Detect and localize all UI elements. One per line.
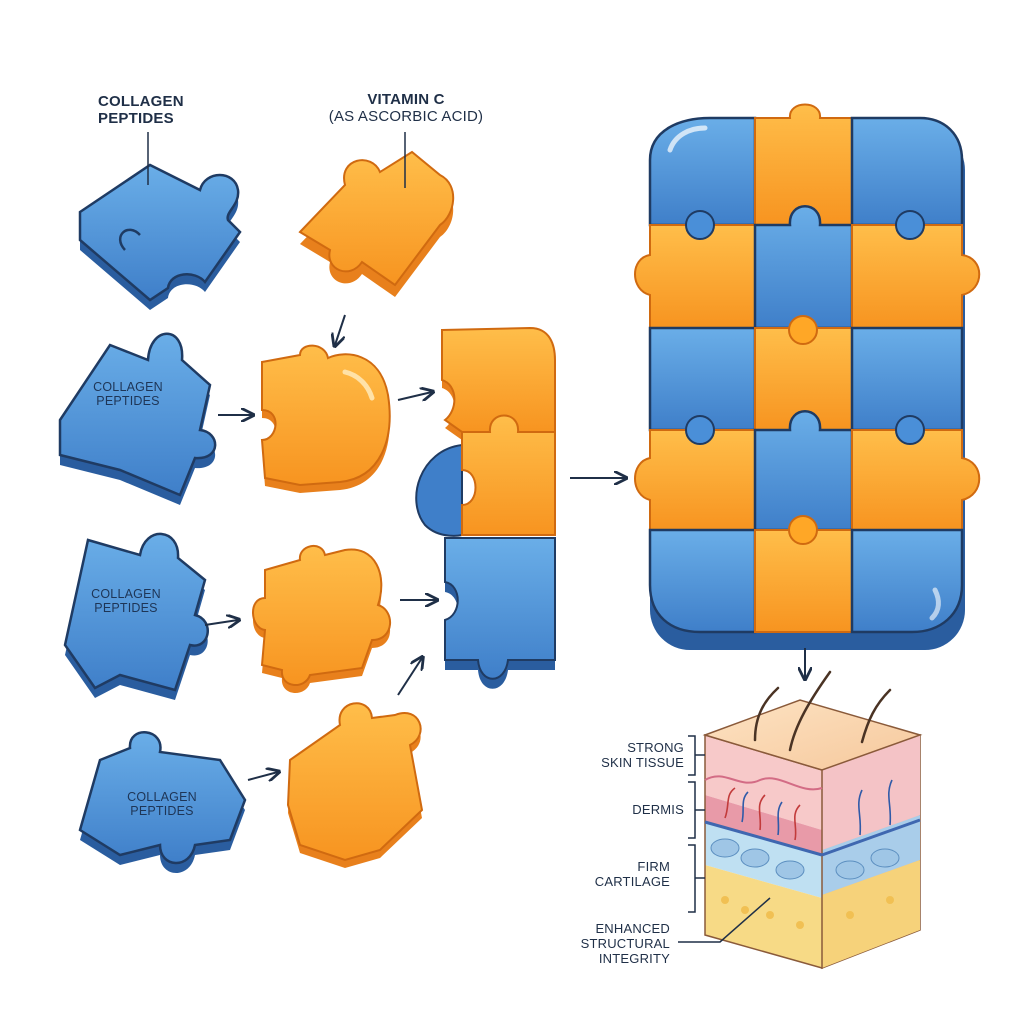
collagen-piece-3	[63, 532, 209, 700]
collagen-label-2-line-2: PEPTIDES	[96, 394, 160, 409]
vitamin-c-line-1: VITAMIN C	[367, 91, 445, 108]
strong-skin-label: STRONG SKIN TISSUE	[560, 740, 684, 771]
label-pointers	[147, 132, 406, 188]
cartilage-line-2: CARTILAGE	[594, 873, 670, 889]
collagen-label-3: COLLAGEN PEPTIDES	[76, 587, 176, 616]
dermis-label: DERMIS	[632, 802, 684, 817]
collagen-label-4-line-1: COLLAGEN	[127, 790, 197, 804]
orange-piece-3	[286, 702, 424, 868]
collagen-label-3-line-1: COLLAGEN	[91, 587, 161, 601]
collagen-top-line-2: PEPTIDES	[98, 110, 174, 128]
arrow-o1	[397, 392, 432, 400]
arrow-o3	[397, 658, 422, 696]
collagen-top-label: COLLAGEN PEPTIDES	[98, 93, 184, 128]
orange-piece-2	[252, 545, 392, 694]
integrity-line-1: ENHANCED	[595, 921, 670, 936]
collagen-label-3-line-2: PEPTIDES	[94, 601, 158, 616]
flow-arrows	[204, 314, 805, 780]
cartilage-label: FIRM CARTILAGE	[560, 859, 670, 890]
skin-cross-section	[702, 670, 923, 970]
collagen-piece-4	[78, 731, 247, 874]
strong-skin-line-2: SKIN TISSUE	[601, 754, 684, 770]
arrow-c3	[204, 620, 238, 625]
integrity-label: ENHANCED STRUCTURAL INTEGRITY	[560, 921, 670, 967]
collagen-top-line-1: COLLAGEN	[98, 93, 184, 110]
vitamin-c-label: VITAMIN C (AS ASCORBIC ACID)	[325, 91, 487, 126]
collagen-piece-1	[78, 163, 242, 310]
arrow-vitc-down	[335, 314, 346, 345]
strong-skin-line-1: STRONG	[627, 740, 684, 755]
integrity-line-3: INTEGRITY	[598, 950, 670, 966]
skin-label-brackets	[678, 735, 771, 943]
collagen-label-4: COLLAGEN PEPTIDES	[112, 790, 212, 819]
collagen-label-4-line-2: PEPTIDES	[130, 804, 194, 819]
integrity-line-2: STRUCTURAL	[580, 935, 670, 951]
assembly-stack	[415, 326, 556, 689]
collagen-label-2-line-1: COLLAGEN	[93, 380, 163, 394]
collagen-label-2: COLLAGEN PEPTIDES	[78, 380, 178, 409]
vitamin-c-piece	[298, 150, 455, 297]
orange-piece-1	[260, 344, 391, 493]
vitamin-c-line-2: (AS ASCORBIC ACID)	[328, 108, 484, 126]
cartilage-line-1: FIRM	[637, 859, 670, 874]
arrow-c4	[247, 772, 278, 780]
assembled-puzzle-grid	[634, 103, 981, 650]
collagen-piece-2	[58, 332, 217, 505]
